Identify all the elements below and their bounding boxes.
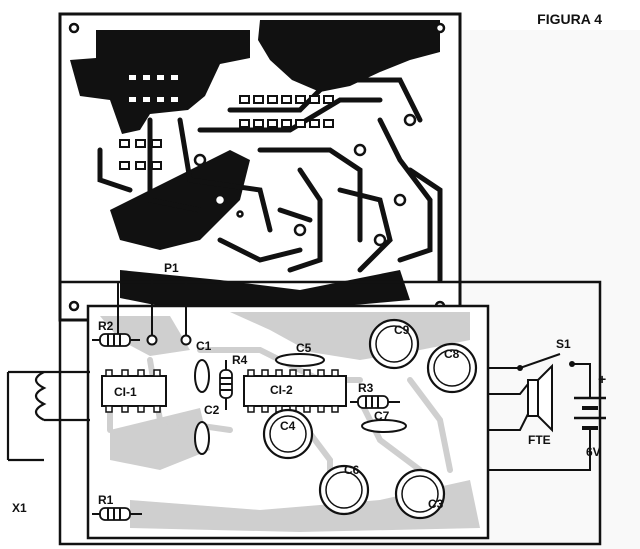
label-c9: C9	[394, 323, 410, 337]
capacitor-c6	[318, 464, 370, 516]
pcb-copper-side	[58, 12, 462, 322]
label-r4: R4	[232, 353, 248, 367]
label-c1: C1	[196, 339, 212, 353]
capacitor-c5	[275, 353, 325, 367]
label-fte: FTE	[528, 433, 551, 447]
resistor-r1	[92, 507, 142, 521]
resistor-r4	[219, 360, 233, 410]
capacitor-c1	[194, 359, 210, 393]
battery-6v	[574, 396, 606, 440]
copper-traces	[97, 77, 443, 283]
capacitor-c3	[394, 468, 446, 520]
label-r1: R1	[98, 493, 114, 507]
x1-coil	[6, 370, 90, 462]
label-c5: C5	[296, 341, 312, 355]
label-c2: C2	[204, 403, 220, 417]
label-battery-plus: +	[598, 371, 606, 387]
capacitor-c4	[262, 408, 314, 460]
label-r2: R2	[98, 319, 114, 333]
round-pads	[68, 22, 446, 312]
label-s1: S1	[556, 337, 571, 351]
capacitor-c2	[194, 421, 210, 455]
label-x1: X1	[12, 501, 27, 515]
figure-title: FIGURA 4	[537, 11, 602, 27]
pcb-component-side: P1 X1 R2 R1	[6, 261, 606, 546]
ic-ci2	[243, 369, 347, 413]
capacitor-c7	[361, 419, 407, 433]
label-c3: C3	[428, 497, 444, 511]
label-ci2: CI-2	[270, 383, 293, 397]
label-c6: C6	[344, 463, 360, 477]
resistor-r3	[350, 395, 400, 409]
ic-pads	[119, 73, 334, 170]
label-ci1: CI-1	[114, 385, 137, 399]
capacitor-c9	[368, 318, 420, 370]
capacitor-c8	[426, 342, 478, 394]
component-board-outline	[58, 280, 602, 546]
ground-plane-top	[258, 20, 440, 92]
label-p1: P1	[164, 261, 179, 275]
label-c7: C7	[374, 409, 390, 423]
speaker-fte	[527, 363, 553, 433]
label-r3: R3	[358, 381, 374, 395]
label-c4: C4	[280, 419, 296, 433]
ic-ci1	[101, 369, 167, 413]
label-voltage: 6V	[586, 445, 601, 459]
label-c8: C8	[444, 347, 460, 361]
p1-leads	[117, 276, 187, 340]
switch-s1	[517, 361, 575, 371]
ground-plane-mid	[110, 150, 250, 250]
resistor-r2	[92, 333, 140, 347]
ground-plane-bottom	[120, 270, 410, 310]
